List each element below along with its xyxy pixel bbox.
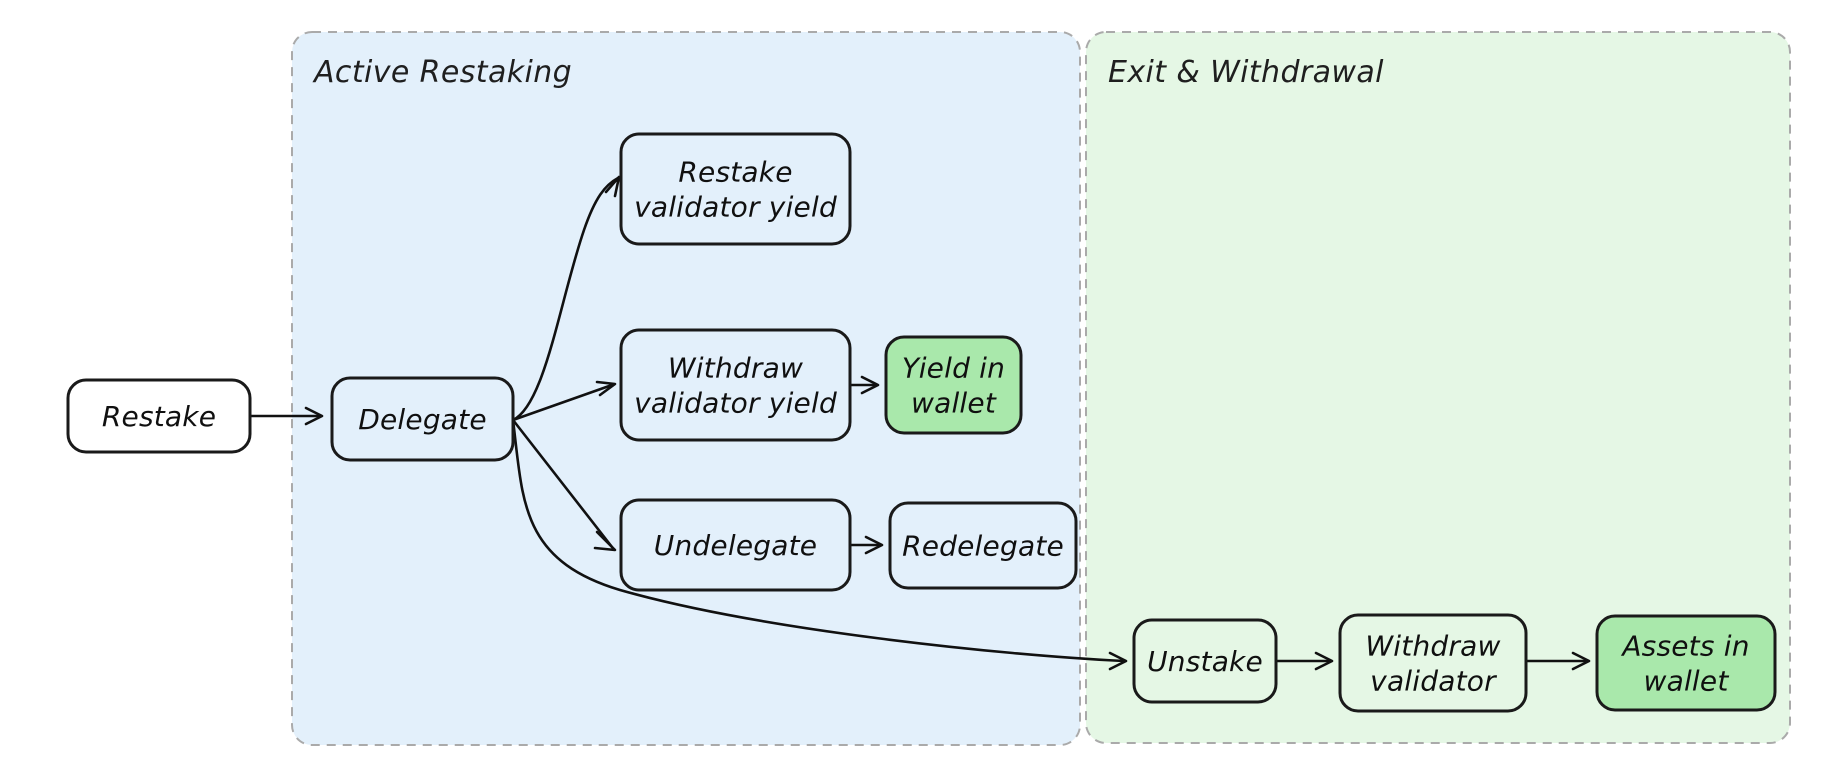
node-box-redelegate[interactable] (888, 501, 1078, 590)
node-label-yield-wallet: wallet (911, 387, 997, 420)
edge-restake-to-delegate (248, 406, 324, 426)
edge-delegate-to-restake-yield (511, 175, 621, 422)
node-box-yield-wallet[interactable] (884, 335, 1023, 435)
node-label-restake-yield: validator yield (634, 191, 837, 224)
cluster-label-active-restaking: Active Restaking (312, 55, 572, 90)
node-box-delegate[interactable] (330, 376, 515, 462)
edge-line (511, 418, 1126, 663)
node-box-undelegate[interactable] (619, 498, 852, 592)
node-box-unstake[interactable] (1132, 618, 1278, 704)
edge-withdraw-val-to-assets-wallet (1524, 651, 1591, 671)
cluster-background-exit-withdrawal (1085, 31, 1791, 744)
arrowhead-icon (1571, 651, 1591, 671)
node-label-withdraw-yield: Withdraw (668, 352, 803, 385)
node-label-assets-wallet: wallet (1643, 665, 1729, 698)
node-label-restake-yield: Restake (678, 156, 792, 189)
node-label-withdraw-val: validator (1370, 665, 1497, 698)
node-box-assets-wallet[interactable] (1595, 614, 1777, 712)
arrowhead-icon (1314, 651, 1334, 671)
node-label-unstake: Unstake (1147, 645, 1263, 678)
node-label-undelegate: Undelegate (654, 529, 817, 562)
node-redelegate[interactable]: Redelegate (888, 501, 1078, 590)
node-label-withdraw-val: Withdraw (1365, 630, 1500, 663)
cluster-label-exit-withdrawal: Exit & Withdrawal (1108, 55, 1384, 90)
node-box-withdraw-val[interactable] (1338, 613, 1528, 713)
node-label-redelegate: Redelegate (902, 530, 1064, 563)
edge-group (248, 175, 1591, 671)
node-unstake[interactable]: Unstake (1132, 618, 1278, 704)
edge-delegate-to-undelegate (511, 418, 617, 552)
node-restake[interactable]: Restake (66, 378, 252, 454)
arrowhead-icon (595, 380, 617, 397)
node-label-restake: Restake (102, 400, 216, 433)
cluster-exit-withdrawal: Exit & Withdrawal (1085, 31, 1791, 744)
cluster-group: Active Restaking Exit & Withdrawal (291, 31, 1791, 746)
edge-line (511, 176, 620, 422)
edge-withdraw-yield-to-yield-wallet (848, 375, 880, 395)
edge-delegate-to-withdraw-yield (511, 380, 617, 422)
node-label-yield-wallet: Yield in (902, 352, 1005, 385)
edge-line (511, 383, 614, 422)
arrowhead-icon (860, 375, 880, 395)
arrowhead-icon (604, 175, 621, 198)
node-delegate[interactable]: Delegate (330, 376, 515, 462)
edge-delegate-to-unstake (511, 418, 1128, 671)
arrowhead-icon (304, 406, 324, 426)
node-box-restake-yield[interactable] (619, 132, 852, 246)
edge-undelegate-to-redelegate (848, 535, 884, 555)
node-box-withdraw-yield[interactable] (619, 328, 852, 442)
arrowhead-icon (864, 535, 884, 555)
node-label-assets-wallet: Assets in (1620, 630, 1749, 663)
node-box-restake[interactable] (66, 378, 252, 454)
edge-line (511, 418, 614, 549)
edge-unstake-to-withdraw-val (1274, 651, 1334, 671)
node-label-withdraw-yield: validator yield (634, 387, 837, 420)
arrowhead-icon (1108, 651, 1128, 671)
arrowhead-icon (593, 530, 617, 552)
node-undelegate[interactable]: Undelegate (619, 498, 852, 592)
node-label-delegate: Delegate (358, 403, 487, 436)
